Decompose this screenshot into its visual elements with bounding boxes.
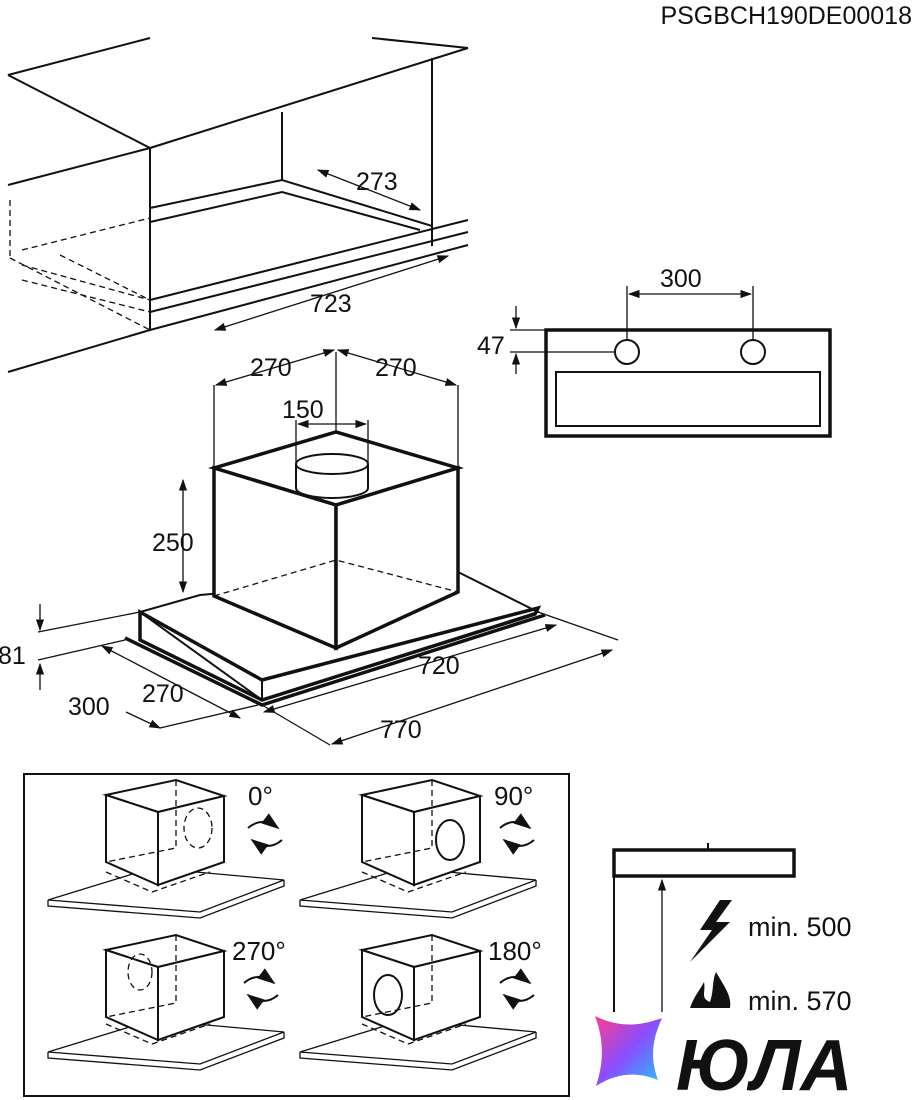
dim-723: 723	[310, 290, 352, 318]
yula-wordmark: ЮЛА	[676, 1026, 852, 1100]
clearance-electric: min. 500	[748, 912, 852, 942]
front-view-drawing: 300 47	[477, 265, 832, 438]
gas-flame-icon	[690, 972, 731, 1008]
yula-star-icon	[595, 1016, 662, 1086]
dim-270-left: 270	[250, 354, 292, 382]
dim-300-holes: 300	[660, 265, 702, 293]
dim-line-270-left	[214, 349, 336, 386]
dim-line-270-right	[336, 349, 458, 386]
lightning-icon	[690, 900, 732, 962]
rotation-label-0: 0°	[248, 781, 273, 811]
rotate-arrows-icon	[243, 968, 279, 1010]
rotation-label-180: 180°	[488, 936, 542, 966]
dim-line-270-depth	[100, 645, 242, 719]
rotation-0: 0°	[47, 778, 285, 919]
rotate-arrows-icon	[499, 968, 535, 1010]
rotation-label-270: 270°	[232, 936, 286, 966]
dim-270-depth: 270	[142, 680, 184, 708]
rotation-180: 180°	[299, 933, 542, 1071]
dim-150: 150	[282, 396, 324, 424]
dim-270-right: 270	[375, 354, 417, 382]
dim-line-300-depth	[125, 711, 162, 729]
clearance-gas: min. 570	[748, 986, 852, 1016]
dim-47: 47	[477, 332, 505, 360]
rotate-arrows-icon	[499, 813, 535, 855]
dim-300-depth: 300	[68, 693, 110, 721]
rotation-label-90: 90°	[494, 781, 533, 811]
dim-250: 250	[152, 529, 194, 557]
dim-720: 720	[418, 652, 460, 680]
hood-drawing: 270 270 150 250 81 270 300 720 770	[0, 349, 619, 746]
dim-770: 770	[380, 716, 422, 744]
rotation-panel: 0° 90°	[23, 773, 570, 1097]
document-code: PSGBCH190DE00018	[660, 2, 912, 30]
dim-line-723	[213, 255, 450, 331]
rotation-270: 270°	[47, 933, 286, 1071]
cabinet-drawing: 273 723	[7, 37, 469, 373]
dim-273: 273	[356, 168, 398, 196]
clearance-drawing: min. 500 min. 570	[600, 843, 916, 1019]
rotation-90: 90°	[299, 778, 537, 919]
rotate-arrows-icon	[247, 813, 283, 855]
yula-logo: ЮЛА	[595, 1016, 852, 1100]
dim-line-273	[316, 169, 422, 211]
dim-line-770	[330, 649, 614, 745]
dim-81: 81	[0, 642, 26, 670]
